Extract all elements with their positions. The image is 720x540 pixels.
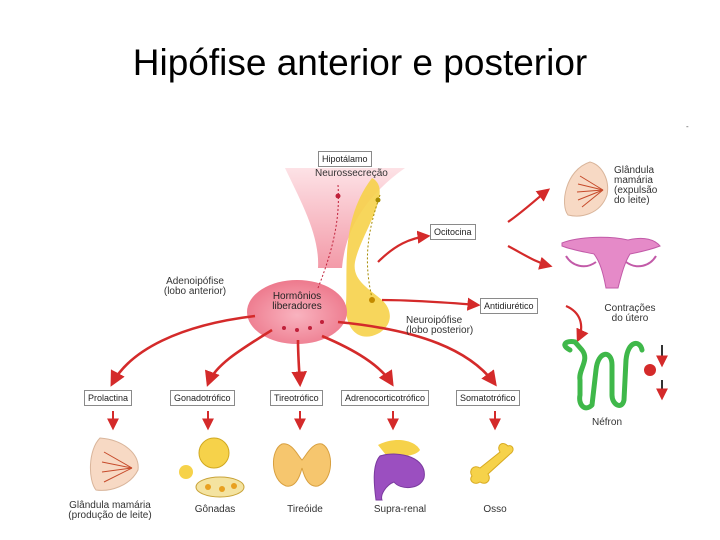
antidiuretic-box: Antidiurético: [480, 298, 538, 314]
adrenocorticotropic-box: Adrenocorticotrófico: [341, 390, 430, 406]
neurohypophysis-label: Neuroipófise (lobo posterior): [406, 316, 473, 336]
uterus-label-line2: do útero: [611, 313, 649, 324]
mammary-production-line2: (produção de leite): [68, 510, 152, 521]
mammary-expulsion-line4: do leite): [614, 195, 650, 206]
mammary-expulsion-line1: Glândula: [614, 165, 655, 176]
corner-mark: -: [686, 122, 689, 131]
thyroid-label: Tireóide: [287, 504, 323, 515]
neurohypophysis-lobe: (lobo posterior): [406, 325, 474, 336]
prolactin-box: Prolactina: [84, 390, 133, 406]
releasing-hormones-line1: Hormônios: [272, 291, 322, 302]
bone-icon: [470, 443, 514, 484]
mammary-production-label: Glândula mamária (produção de leite): [50, 501, 170, 521]
neurohypophysis-name: Neuroipófise: [406, 315, 463, 326]
hypothalamus-label: Hipotálamo: [318, 151, 372, 167]
thyroid-icon: [273, 443, 331, 487]
uterus-label-line1: Contrações: [604, 303, 656, 314]
uterus-label: Contrações do útero: [590, 304, 670, 324]
adrenal-gland-icon: [373, 439, 425, 501]
mammary-expulsion-line3: (expulsão: [614, 185, 658, 196]
mammary-expulsion-label: Glândula mamária (expulsão do leite): [614, 166, 657, 206]
somatotropic-box: Somatotrófico: [456, 390, 520, 406]
uterus-icon: [561, 236, 661, 289]
bone-label: Osso: [483, 504, 507, 515]
mammary-production-line1: Glândula mamária: [69, 500, 151, 511]
mammary-gland-top-icon: [564, 161, 609, 217]
gonads-label: Gônadas: [194, 504, 236, 515]
adenohypophysis-name: Adenoipófise: [166, 276, 224, 287]
gonads-icon: [179, 437, 245, 498]
oxytocin-box: Ocitocina: [430, 224, 476, 240]
releasing-hormones-label: Hormônios liberadores: [262, 292, 332, 312]
posterior-lobe-shape: [345, 178, 390, 337]
mammary-expulsion-line2: mamária: [614, 175, 653, 186]
mammary-gland-bottom-icon: [90, 437, 139, 491]
nephron-label: Néfron: [592, 417, 623, 428]
page-title: Hipófise anterior e posterior: [132, 42, 588, 83]
adrenal-label: Supra-renal: [373, 504, 427, 515]
nephron-icon: [562, 339, 645, 411]
adenohypophysis-label: Adenoipófise (lobo anterior): [150, 277, 240, 297]
adenohypophysis-lobe: (lobo anterior): [163, 286, 227, 297]
gonadotropic-box: Gonadotrófico: [170, 390, 235, 406]
releasing-hormones-line2: liberadores: [272, 301, 322, 312]
thyrotropic-box: Tireotrófico: [270, 390, 323, 406]
neurosecretion-label: Neurossecreção: [315, 168, 388, 179]
anterior-lobe-shape: [247, 280, 347, 344]
